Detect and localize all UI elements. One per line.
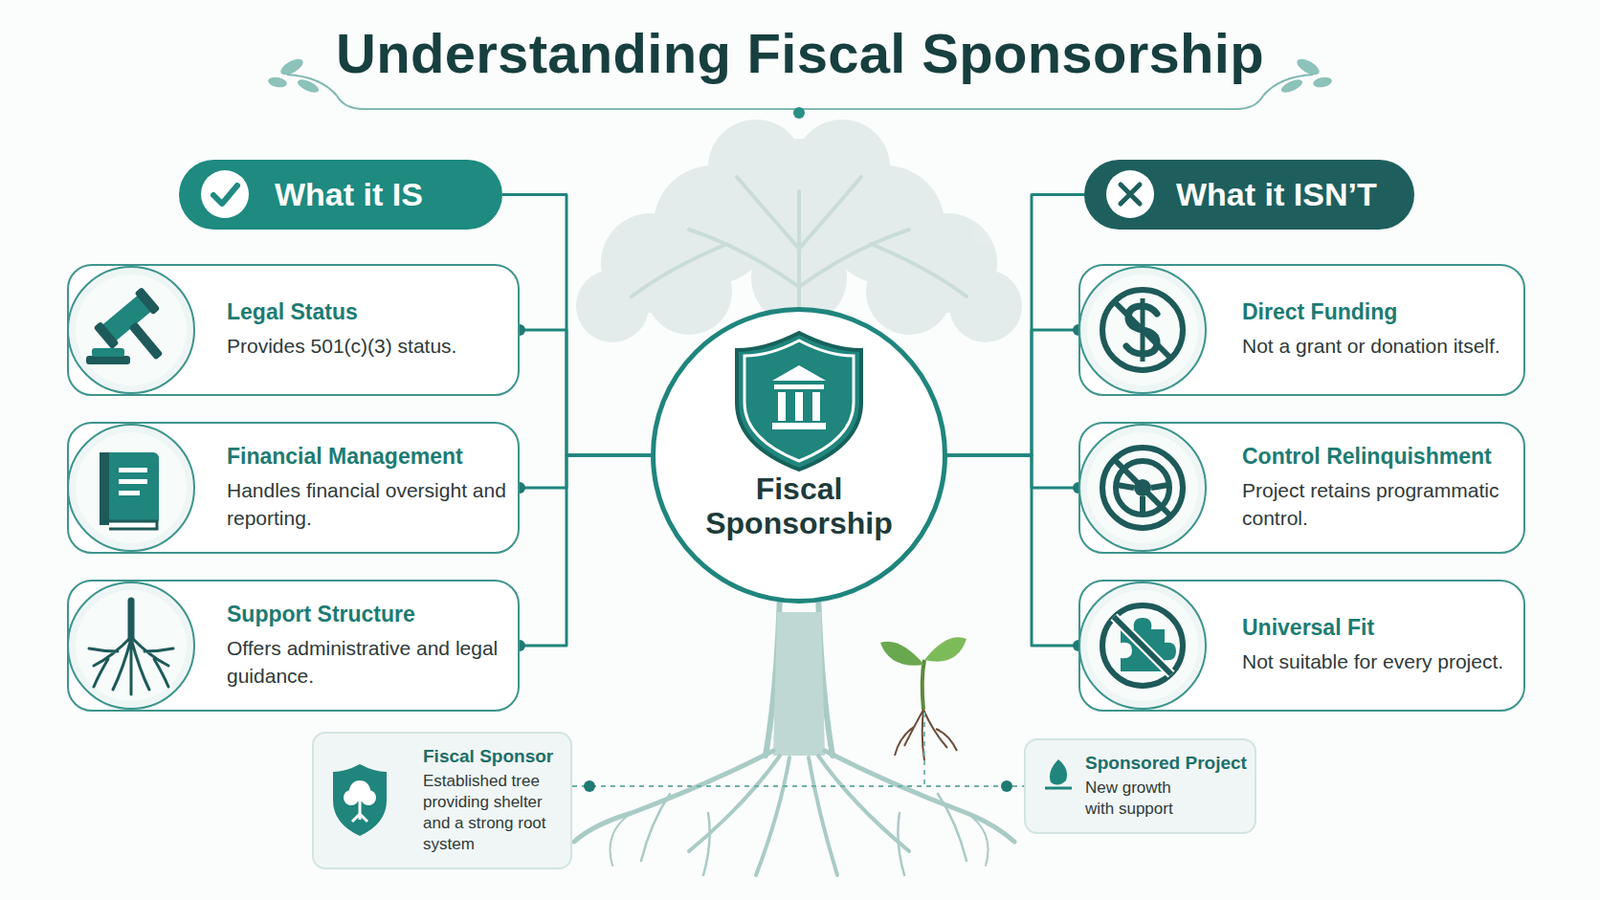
category-pill: What it IS — [178, 159, 503, 230]
connector-line — [519, 455, 651, 489]
connector-line — [947, 330, 1079, 456]
card-heading: Control Relinquishment — [1242, 444, 1516, 470]
box-body: Established tree providing shelter and a… — [422, 771, 563, 856]
card-body: Not suitable for every project. — [1242, 647, 1516, 676]
icon-circle — [1076, 264, 1209, 397]
icon-circle — [65, 579, 198, 712]
card-text: Control RelinquishmentProject retains pr… — [1242, 423, 1516, 553]
pill-icon — [1084, 159, 1161, 230]
tree-trunk-roots — [574, 593, 1015, 876]
card-heading: Direct Funding — [1242, 299, 1516, 326]
card-body: Handles financial oversight and reportin… — [226, 476, 511, 534]
info-card: Financial ManagementHandles financial ov… — [66, 422, 520, 555]
card-text: Universal FitNot suitable for every proj… — [1242, 581, 1516, 711]
sprout — [880, 637, 967, 787]
mini-icon — [321, 745, 399, 851]
info-card: Universal FitNot suitable for every proj… — [1078, 579, 1526, 712]
connector-line — [947, 195, 1085, 457]
diagram-title: Understanding Fiscal Sponsorship — [0, 21, 1600, 86]
connector-line — [519, 455, 651, 646]
card-heading: Support Structure — [226, 601, 511, 628]
card-heading: Financial Management — [226, 444, 511, 470]
connector-line — [947, 455, 1079, 646]
connector-dot — [583, 780, 596, 793]
box-heading: Sponsored Project — [1085, 753, 1247, 775]
card-heading: Universal Fit — [1242, 615, 1516, 642]
pill-icon — [178, 159, 256, 230]
legend-box: Fiscal SponsorEstablished tree providing… — [311, 732, 573, 870]
card-body: Offers administrative and legal guidance… — [226, 634, 511, 691]
box-body: New growth with support — [1085, 777, 1199, 821]
pill-label: What it ISN’T — [1176, 159, 1378, 230]
box-heading: Fiscal Sponsor — [422, 746, 563, 768]
info-card: Direct FundingNot a grant or donation it… — [1078, 264, 1526, 397]
card-body: Project retains programmatic control. — [1242, 476, 1516, 534]
connector-line — [519, 330, 651, 456]
card-text: Financial ManagementHandles financial ov… — [226, 423, 511, 553]
card-body: Not a grant or donation itself. — [1242, 332, 1516, 360]
pill-label: What it IS — [274, 159, 423, 230]
dashed-connector — [572, 785, 1024, 788]
tree-branches — [631, 177, 967, 326]
card-text: Support StructureOffers administrative a… — [226, 581, 511, 711]
box-text: Sponsored ProjectNew growth with support — [1085, 740, 1247, 833]
info-card: Legal StatusProvides 501(c)(3) status. — [66, 264, 520, 397]
connector-dot — [1000, 780, 1013, 793]
card-heading: Legal Status — [226, 299, 511, 326]
connector-line — [502, 195, 651, 457]
card-text: Direct FundingNot a grant or donation it… — [1242, 266, 1516, 395]
icon-circle — [65, 264, 198, 397]
mini-icon — [1029, 746, 1088, 804]
icon-circle — [65, 422, 198, 555]
central-circle: Fiscal Sponsorship — [650, 307, 948, 604]
icon-circle — [1076, 422, 1209, 555]
shield-icon — [655, 311, 943, 475]
info-card: Support StructureOffers administrative a… — [66, 579, 520, 712]
box-text: Fiscal SponsorEstablished tree providing… — [422, 733, 563, 868]
info-card: Control RelinquishmentProject retains pr… — [1078, 422, 1526, 555]
category-pill: What it ISN’T — [1084, 159, 1415, 230]
card-text: Legal StatusProvides 501(c)(3) status. — [226, 266, 511, 395]
legend-box: Sponsored ProjectNew growth with support — [1023, 738, 1257, 835]
connector-line — [947, 455, 1079, 489]
card-body: Provides 501(c)(3) status. — [226, 332, 511, 360]
center-label: Fiscal Sponsorship — [674, 472, 924, 542]
icon-circle — [1076, 579, 1209, 712]
